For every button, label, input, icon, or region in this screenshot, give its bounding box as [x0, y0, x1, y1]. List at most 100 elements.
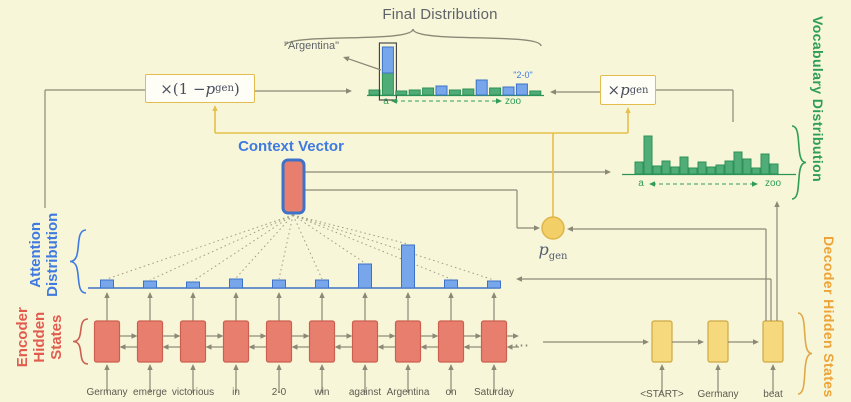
pgen-to-gen-arrow-head: [625, 107, 631, 113]
word-input-arrow-head: [319, 364, 325, 370]
final-bar-blue: [435, 85, 448, 96]
word-input-arrow-head: [147, 364, 153, 370]
final-bar-green: [368, 89, 381, 96]
encoder-forward-arrow-head: [389, 333, 396, 339]
decoder-word-input-arrow-head: [715, 364, 721, 370]
word-input-arrow-head: [276, 364, 282, 370]
encoder-word: against: [348, 387, 382, 398]
vocab-bar: [643, 135, 653, 175]
encoder-label-line3: States: [47, 314, 65, 360]
final-bar-blue: [381, 46, 394, 74]
final-axis-left-label: a: [383, 96, 389, 107]
word-input-arrow-head: [448, 364, 454, 370]
encoder-forward-arrow-head: [513, 333, 519, 339]
encoder-label-line1: Encoder: [13, 307, 31, 368]
pgen-p: p: [538, 240, 549, 259]
encoder-backward-arrow-head: [506, 344, 513, 350]
encoder-to-attention-arrow-head: [491, 292, 497, 298]
pgen-label: pgen: [523, 240, 583, 262]
attention-dotted-line: [292, 214, 409, 245]
decoder-box: [762, 320, 784, 363]
encoder-label-line2: Hidden: [30, 311, 48, 363]
final-axis-right-label: zoo: [504, 96, 522, 107]
encoder-box: [480, 320, 508, 363]
encoder-word: win: [314, 387, 330, 398]
final-bar-green: [529, 90, 542, 96]
encoder-backward-arrow-head: [291, 344, 298, 350]
final-bar-green: [408, 89, 421, 96]
context-vector-label: Context Vector: [238, 138, 344, 155]
final-bar-green: [489, 87, 502, 96]
decoder-brace: [797, 312, 813, 395]
vocab-bar: [697, 161, 707, 175]
encoder-backward-arrow-head: [334, 344, 341, 350]
final-distribution-title: Final Distribution: [382, 6, 498, 23]
encoder-backward-arrow-head: [377, 344, 384, 350]
decoder-word-input-arrow-head: [659, 364, 665, 370]
attention-bar: [272, 279, 286, 289]
final-bar-green: [395, 90, 408, 96]
final-axis-right-arrow: [496, 98, 502, 104]
final-bar-green: [381, 72, 394, 96]
attention-dotted-line: [192, 214, 294, 282]
vocab-bar: [769, 163, 779, 175]
word-input-arrow-head: [405, 364, 411, 370]
attention-bar: [229, 278, 243, 289]
gen-factor-p: p: [620, 81, 630, 99]
encoder-word: in: [232, 387, 240, 398]
encoder-box: [136, 320, 164, 363]
argentina-pointer-arrow-head: [343, 56, 350, 62]
encoder-word: on: [445, 387, 457, 398]
encoder-box: [179, 320, 207, 363]
encoder-backward-arrow-head: [119, 344, 126, 350]
vocabulary-brace: [791, 125, 807, 200]
pgen-sub: gen: [548, 251, 568, 263]
encoder-to-attention-arrow-head: [448, 292, 454, 298]
encoder-ellipsis: ⋯: [514, 337, 530, 354]
attention-brace: [69, 229, 87, 294]
encoder-box: [222, 320, 250, 363]
encoder-to-attention-arrow-head: [276, 292, 282, 298]
attention-bar: [100, 279, 114, 289]
encoder-to-attention-arrow-head: [405, 292, 411, 298]
encoder-forward-arrow-head: [217, 333, 224, 339]
encoder-to-attention-arrow-head: [362, 292, 368, 298]
encoder-word: Germany: [86, 387, 128, 398]
vocab-axis-right-label: zoo: [764, 178, 782, 189]
pgen-to-copy-arrow-head: [212, 105, 218, 111]
highlight-box: [378, 42, 397, 101]
encoder-forward-arrow-head: [174, 333, 181, 339]
vocab-bar: [670, 166, 680, 175]
encoder-word: 2-0: [271, 387, 287, 398]
final-bar-green: [422, 87, 435, 96]
encoder-to-attention-arrow-head: [319, 292, 325, 298]
attention-bar: [143, 280, 157, 289]
decoder-forward-arrow-head: [698, 339, 704, 345]
copy-to-final-arrow-head: [346, 88, 352, 94]
argentina-annotation: "Argentina": [284, 40, 339, 52]
final-bar-blue: [502, 86, 515, 96]
vocab-axis-right-arrow: [752, 181, 758, 187]
decoder-word: Germany: [697, 389, 739, 400]
decoder-hidden-states-label: Decoder Hidden States: [821, 236, 837, 398]
final-bar-green: [462, 88, 475, 96]
attention-dotted-line: [106, 214, 294, 280]
attention-bar: [358, 263, 372, 289]
decoder-box: [651, 320, 673, 363]
final-title-brace: [284, 28, 542, 47]
attention-bar: [401, 244, 415, 289]
encoder-to-attention-arrow-head: [233, 292, 239, 298]
vocab-bar: [742, 158, 752, 175]
vocab-bar: [661, 160, 671, 175]
context-to-pgen-arrow-head: [534, 225, 540, 231]
decoder-to-attention-arrow-head: [516, 276, 522, 282]
vocab-bar: [679, 156, 689, 175]
attention-bar: [315, 279, 329, 289]
encoder-to-attention-arrow-head: [104, 292, 110, 298]
final-bar-blue: [475, 79, 488, 96]
attention-dotted-line: [149, 214, 294, 281]
encoder-box: [394, 320, 422, 363]
